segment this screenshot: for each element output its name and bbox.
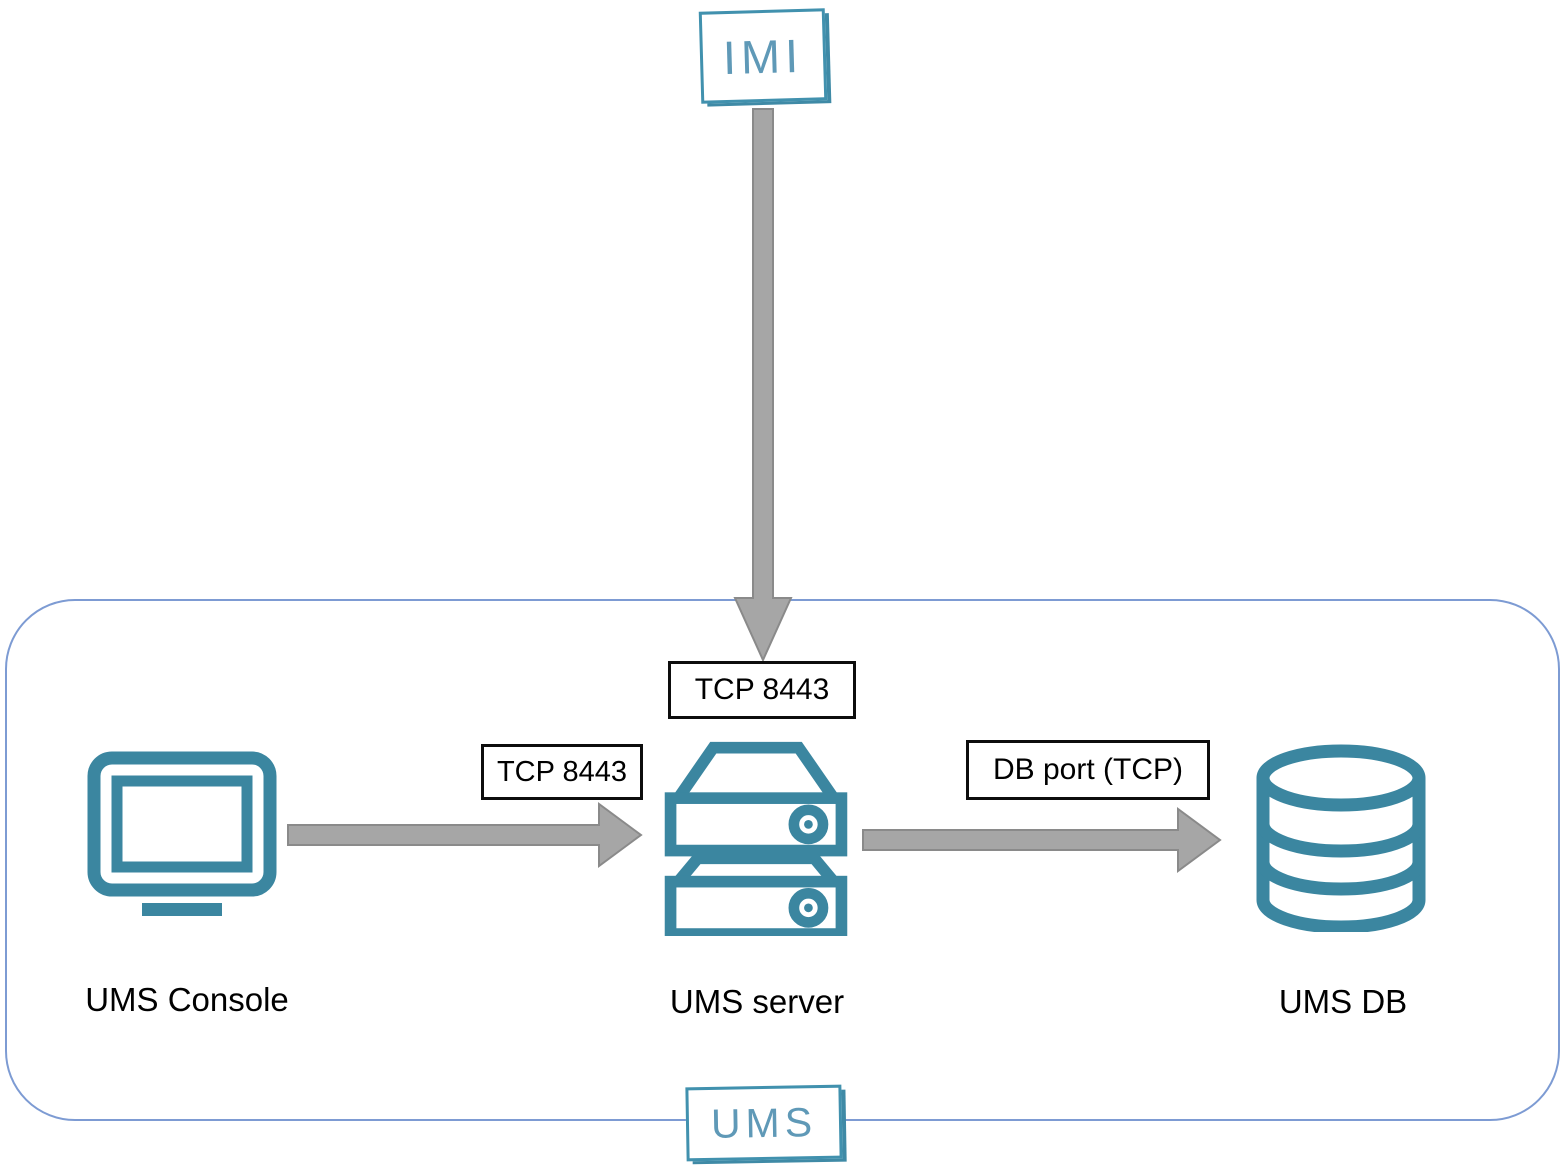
- ums-zone-tag: UMS: [685, 1084, 843, 1162]
- port-label-text: TCP 8443: [694, 673, 830, 706]
- port-label-server-db: DB port (TCP): [966, 740, 1210, 800]
- port-label-text: TCP 8443: [496, 755, 628, 788]
- imi-node: IMI: [698, 8, 828, 104]
- db-node-label: UMS DB: [1278, 983, 1408, 1020]
- port-label-console-server: TCP 8443: [481, 744, 643, 800]
- arrow-server-to-db: [862, 807, 1222, 873]
- ums-zone-label: UMS: [710, 1098, 818, 1147]
- arrow-imi-to-server: [733, 108, 793, 662]
- port-label-imi-server: TCP 8443: [668, 661, 856, 719]
- monitor-icon: [87, 751, 277, 916]
- server-node-label: UMS server: [669, 983, 845, 1020]
- port-label-text: DB port (TCP): [992, 753, 1184, 786]
- imi-label: IMI: [722, 28, 804, 84]
- arrow-console-to-server: [287, 802, 643, 868]
- console-node-label: UMS Console: [85, 981, 289, 1018]
- database-icon: [1256, 744, 1426, 932]
- server-rack-icon: [664, 741, 848, 936]
